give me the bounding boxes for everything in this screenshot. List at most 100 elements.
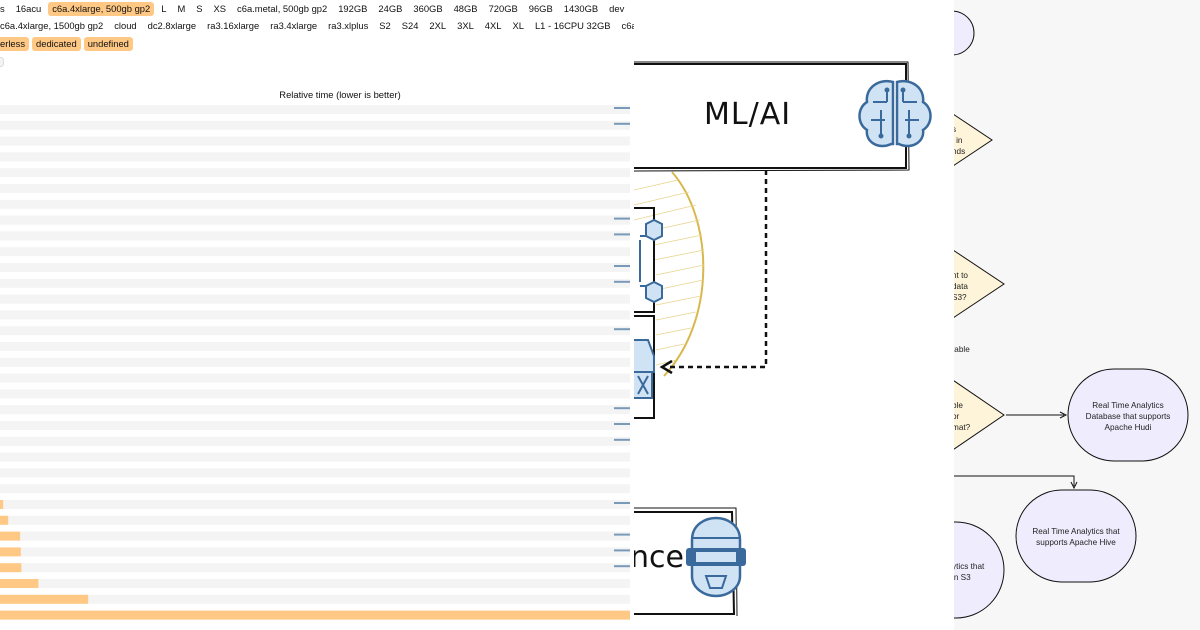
bar-track [0, 120, 630, 130]
bar [0, 610, 630, 620]
toggle-chip[interactable] [0, 57, 4, 67]
hudi-node [1067, 368, 1189, 462]
bar-track [0, 389, 630, 399]
bar-track [0, 468, 630, 478]
filter-tag[interactable]: undefined [83, 37, 133, 51]
architecture-sketch [634, 61, 932, 617]
filter-tag[interactable]: s [0, 3, 5, 14]
baseline-marker [614, 565, 630, 568]
filter-tag[interactable]: c6a.4xlarge, 500gb gp2 [48, 2, 155, 16]
bar-track [0, 136, 630, 146]
bar-track [0, 452, 630, 462]
bar-track [0, 484, 630, 494]
filter-tag[interactable]: XL [512, 20, 524, 31]
filter-tag[interactable]: 720GB [488, 3, 518, 14]
filter-tag[interactable]: c6a.4xlar [621, 20, 634, 31]
filter-tag[interactable]: L [161, 3, 167, 14]
server-icon [634, 339, 655, 399]
bar-track [0, 547, 630, 557]
filter-tag[interactable]: cloud [114, 20, 137, 31]
robot-head-icon [686, 516, 746, 598]
machine-filter-row-2: c6a.4xlarge, 1500gb gp2 cloud dc2.8xlarge r… [0, 19, 634, 33]
baseline-marker [614, 533, 630, 536]
baseline-marker [614, 423, 630, 425]
baseline-marker [614, 407, 630, 410]
filter-tag[interactable]: 24GB [378, 3, 403, 14]
filter-tag[interactable]: 1430GB [563, 3, 599, 14]
filter-tag[interactable]: L1 - 16CPU 32GB [534, 20, 611, 31]
bar-track [0, 152, 630, 162]
filter-tag[interactable]: ra3.16xlarge [207, 20, 260, 31]
chart-title: Relative time (lower is better) [279, 89, 401, 100]
filter-tag[interactable]: ra3.xlplus [328, 20, 369, 31]
filter-tag[interactable]: 3XL [457, 20, 474, 31]
bar-track [0, 247, 630, 257]
filter-tag[interactable]: M [177, 3, 186, 14]
baseline-marker [614, 549, 630, 552]
bar [0, 515, 9, 525]
relative-time-bar-chart [0, 105, 630, 620]
filter-tag[interactable]: 4XL [484, 20, 502, 31]
storage-box [634, 207, 655, 313]
filter-tag[interactable]: c6a.4xlarge, 1500gb gp2 [0, 20, 104, 31]
bar-track [0, 531, 630, 541]
bar [0, 579, 39, 588]
bar-track [0, 294, 630, 304]
hudi-node-label: Real Time Analytics Database that suppor… [1085, 401, 1171, 432]
filter-tag[interactable]: c6a.metal, 500gb gp2 [237, 3, 328, 14]
bar [0, 563, 22, 573]
filter-tag[interactable]: S2 [379, 20, 391, 31]
filter-tag[interactable]: dev [609, 3, 625, 14]
bar-track [0, 215, 630, 225]
filter-tag[interactable]: 96GB [528, 3, 553, 14]
decision-diamond-1 [954, 114, 993, 166]
arrow-to-hudi [1006, 411, 1068, 419]
s3-node [954, 521, 1005, 619]
filter-tag[interactable]: 48GB [453, 3, 478, 14]
filter-tag[interactable]: dc2.8xlarge [147, 20, 197, 31]
filter-tag[interactable]: S24 [401, 20, 419, 31]
bar-track [0, 594, 630, 604]
baseline-marker [614, 233, 630, 236]
bar-track [0, 326, 630, 336]
filter-tag[interactable]: 16acu [15, 3, 42, 14]
bar-track [0, 199, 630, 209]
baseline-marker [614, 122, 630, 125]
filter-tag[interactable]: dedicated [32, 37, 81, 51]
bar-track [0, 231, 630, 241]
start-node [954, 10, 975, 56]
baseline-marker [614, 438, 630, 441]
filter-tag[interactable]: 360GB [413, 3, 443, 14]
filter-tag[interactable]: 2XL [429, 20, 447, 31]
bar-track [0, 357, 630, 367]
baseline-marker [614, 265, 630, 267]
bar [0, 531, 21, 541]
architecture-sketch-panel: ML/AI nce [634, 0, 954, 630]
bar-track [0, 184, 630, 193]
bar-track [0, 310, 630, 320]
filter-tag[interactable]: XS [213, 3, 227, 14]
arrow-to-hive [954, 475, 1078, 490]
table-label: table [954, 345, 970, 354]
bar-track [0, 436, 630, 446]
bar-track [0, 342, 630, 351]
filter-tag[interactable]: S [196, 3, 203, 14]
bar-track [0, 563, 630, 573]
filter-tag[interactable]: erless [0, 37, 30, 51]
baseline-marker [614, 502, 630, 504]
bar-track [0, 168, 630, 178]
hatched-arc [634, 171, 705, 377]
filter-tag[interactable]: ra3.4xlarge [270, 20, 318, 31]
hive-node [1015, 489, 1137, 583]
baseline-marker [614, 328, 630, 331]
filter-tag[interactable]: 192GB [338, 3, 368, 14]
ml-ai-label: ML/AI [704, 97, 792, 132]
flowchart [954, 10, 1189, 619]
decision-diamond-3 [954, 380, 1005, 450]
hive-node-label: Real Time Analytics that supports Apache… [1032, 527, 1120, 547]
bar-track [0, 500, 630, 509]
